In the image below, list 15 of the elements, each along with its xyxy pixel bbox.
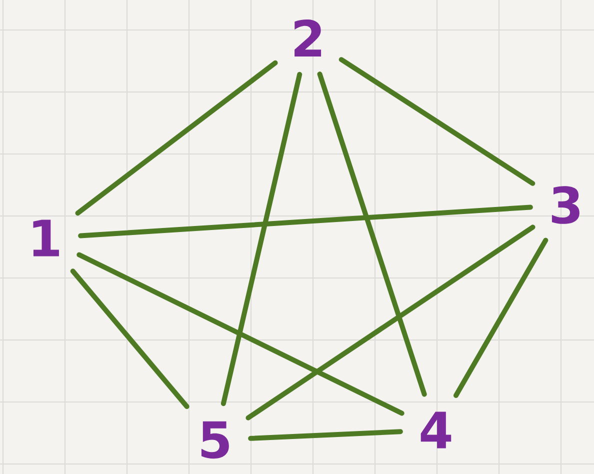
node-number: 2 [294,19,322,57]
edge-line [70,268,190,410]
edge-line [248,429,403,441]
edge-line [76,252,404,416]
edge-line [338,57,536,186]
node-number: 1 [33,220,59,256]
edge-line [78,204,533,238]
edge-line [220,72,302,406]
node-number: 5 [201,421,229,459]
edge-line [75,60,278,216]
edge-line [317,72,427,397]
node-number: 4 [420,412,452,448]
edge-line [453,238,548,398]
edge-line [246,224,536,420]
node-number: 3 [552,186,580,224]
